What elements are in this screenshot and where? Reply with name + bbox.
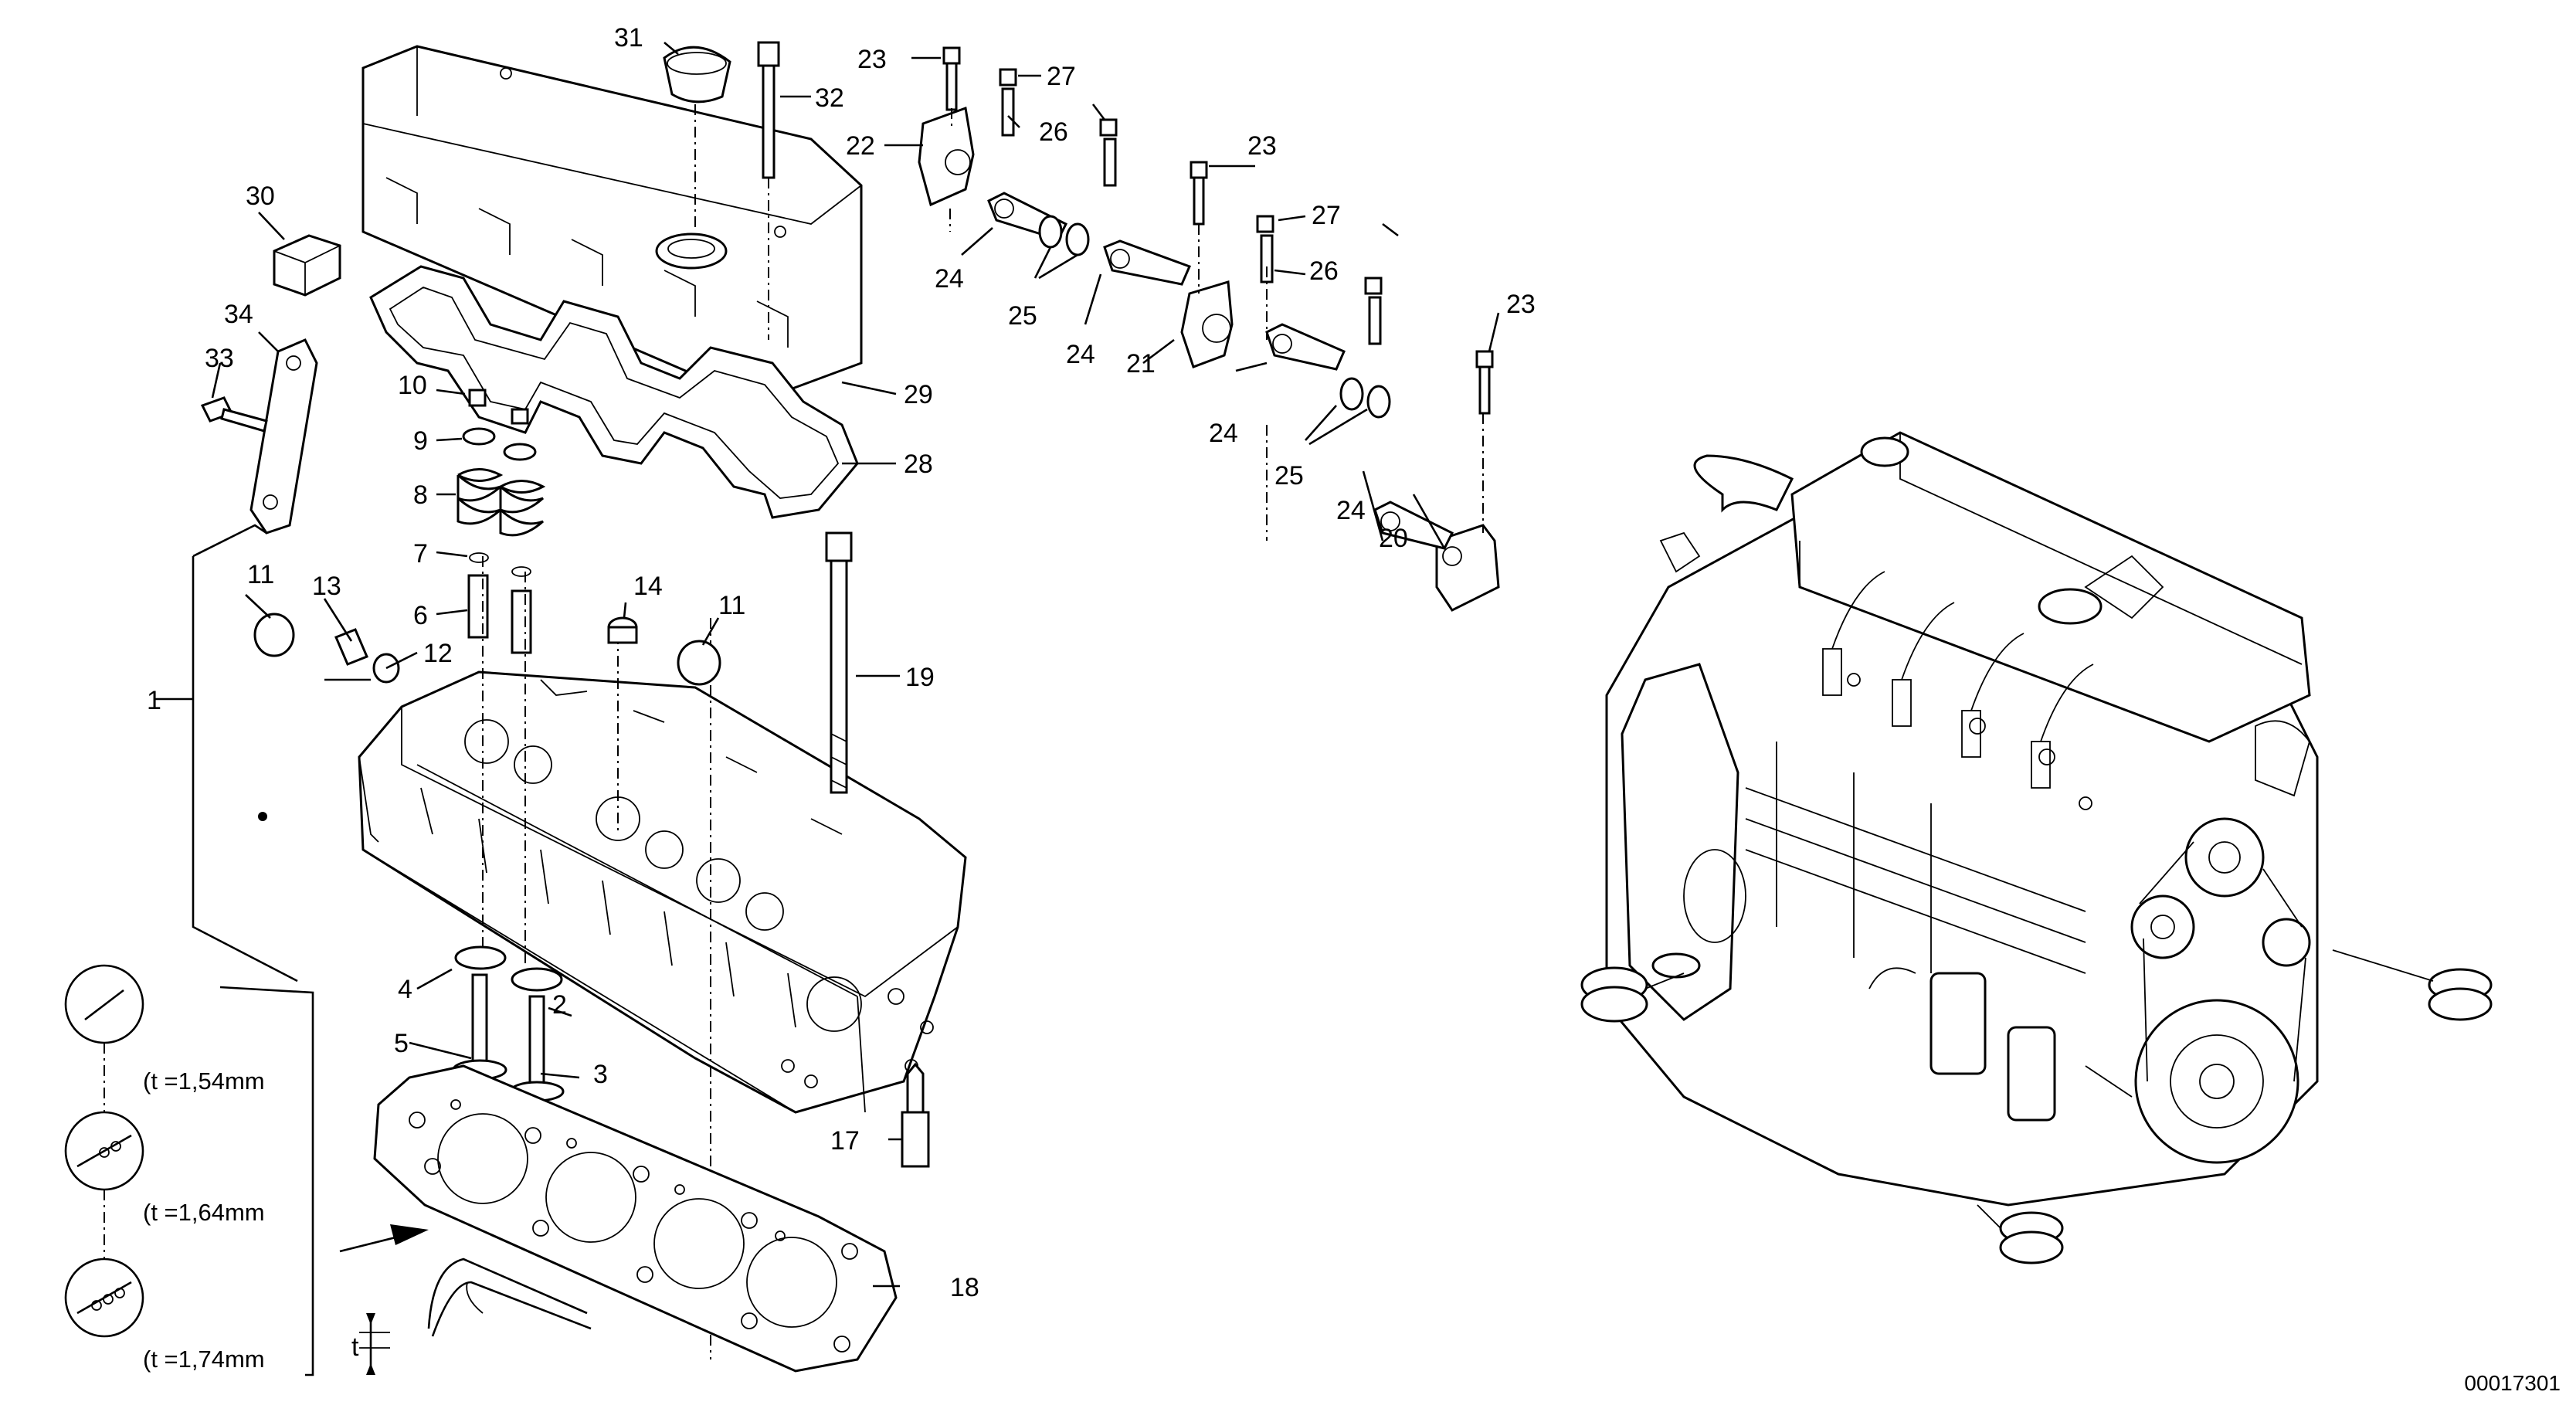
valve-seat-part[interactable] bbox=[454, 945, 563, 992]
assembled-engine-illustration bbox=[1580, 431, 2493, 1264]
leader-lines-left bbox=[154, 42, 902, 1288]
callout-label: 2 bbox=[552, 990, 567, 1020]
callout-label: 18 bbox=[950, 1273, 979, 1302]
callout-label: 24 bbox=[1336, 496, 1366, 525]
callout-label: 9 bbox=[413, 426, 428, 456]
callout-labels: 1 2 3 4 5 6 7 8 9 10 11 11 12 13 14 17 1… bbox=[147, 23, 1536, 1302]
callout-label: 25 bbox=[1008, 301, 1037, 331]
group-1-top-line bbox=[192, 524, 267, 558]
callout-label: 11 bbox=[247, 560, 274, 589]
thickness-label: (t =1,64mm bbox=[143, 1199, 265, 1226]
rocker-support-part[interactable] bbox=[1180, 280, 1234, 368]
callout-label: 17 bbox=[830, 1126, 860, 1156]
callout-label: 7 bbox=[413, 539, 428, 569]
callout-label: 25 bbox=[1274, 461, 1304, 490]
cover-gasket-part[interactable] bbox=[369, 265, 859, 519]
cover-bolt-part[interactable] bbox=[757, 41, 780, 340]
callout-label: 14 bbox=[633, 572, 663, 601]
callout-label: 20 bbox=[1379, 524, 1408, 553]
valve-cover-part[interactable] bbox=[361, 45, 863, 403]
callout-label: 22 bbox=[846, 131, 875, 161]
head-gasket-part[interactable] bbox=[373, 1064, 898, 1373]
callout-label: 6 bbox=[413, 601, 428, 630]
callout-label: 23 bbox=[1247, 131, 1277, 161]
rocker-support-part[interactable] bbox=[918, 106, 975, 232]
callout-label: 8 bbox=[413, 480, 428, 510]
callout-label: 24 bbox=[1209, 419, 1238, 448]
valve-spring-stack-part[interactable] bbox=[456, 389, 546, 537]
reference-dot bbox=[258, 812, 267, 821]
gasket-variant-2-icon bbox=[64, 1111, 144, 1191]
lifting-bracket-part[interactable] bbox=[249, 338, 318, 535]
core-plug-part[interactable] bbox=[253, 613, 721, 686]
rocker-arm-part[interactable] bbox=[987, 192, 1454, 550]
rocker-spring-part[interactable] bbox=[1038, 215, 1391, 419]
callout-label: 34 bbox=[224, 300, 253, 329]
thickness-symbol: t bbox=[351, 1332, 359, 1362]
callout-label: 11 bbox=[718, 591, 745, 620]
callout-label: 32 bbox=[815, 83, 844, 113]
callout-label: 24 bbox=[1066, 340, 1095, 369]
oil-filler-cap-part[interactable] bbox=[663, 46, 731, 232]
callout-label: 1 bbox=[147, 686, 161, 715]
callout-label: 33 bbox=[205, 344, 234, 373]
callout-label: 12 bbox=[423, 639, 453, 668]
cylinder-head-part[interactable] bbox=[358, 556, 967, 1359]
callout-label: 23 bbox=[857, 45, 887, 74]
rocker-shaft-axis bbox=[951, 108, 1484, 541]
gasket-edge-detail-icon bbox=[359, 1258, 592, 1375]
callout-label: 29 bbox=[904, 380, 933, 409]
callout-label: 19 bbox=[905, 663, 935, 692]
callout-label: 5 bbox=[394, 1029, 409, 1058]
callout-label: 10 bbox=[398, 371, 427, 400]
callout-label: 27 bbox=[1047, 62, 1076, 91]
temp-sender-part[interactable] bbox=[334, 628, 400, 684]
callout-label: 21 bbox=[1126, 349, 1156, 378]
valve-guide-part[interactable] bbox=[467, 552, 532, 654]
bracket-bolt-part[interactable] bbox=[200, 396, 268, 433]
callout-label: 30 bbox=[246, 182, 275, 211]
thickness-label: (t =1,74mm bbox=[143, 1346, 265, 1373]
callout-label: 13 bbox=[312, 572, 341, 601]
callout-label: 24 bbox=[935, 264, 964, 294]
plug-14-part[interactable] bbox=[607, 616, 638, 644]
callout-label: 23 bbox=[1506, 290, 1536, 319]
gasket-thickness-labels: (t =1,54mm (t =1,64mm (t =1,74mm t bbox=[143, 1067, 359, 1373]
group-1-bracket-line bbox=[192, 556, 298, 983]
callout-label: 31 bbox=[614, 23, 643, 53]
gasket-variant-3-icon bbox=[64, 1258, 144, 1338]
callout-label: 26 bbox=[1039, 117, 1068, 147]
sensor-part[interactable] bbox=[901, 1062, 930, 1168]
drawing-number: 00017301 bbox=[2464, 1371, 2561, 1395]
callout-label: 28 bbox=[904, 450, 933, 479]
callout-label: 3 bbox=[593, 1060, 608, 1089]
gasket-variant-1-icon bbox=[64, 964, 144, 1044]
head-bolt-part[interactable] bbox=[825, 531, 853, 794]
variant-arrow-icon bbox=[339, 1224, 429, 1253]
callout-label: 4 bbox=[398, 975, 412, 1004]
callout-label: 27 bbox=[1312, 201, 1341, 230]
thickness-label: (t =1,54mm bbox=[143, 1067, 265, 1095]
breather-part[interactable] bbox=[273, 234, 341, 297]
leader-lines-rocker bbox=[884, 56, 1500, 549]
variant-bracket-line bbox=[219, 986, 314, 1376]
callout-label: 26 bbox=[1309, 256, 1339, 286]
valve-part[interactable] bbox=[452, 973, 565, 1102]
